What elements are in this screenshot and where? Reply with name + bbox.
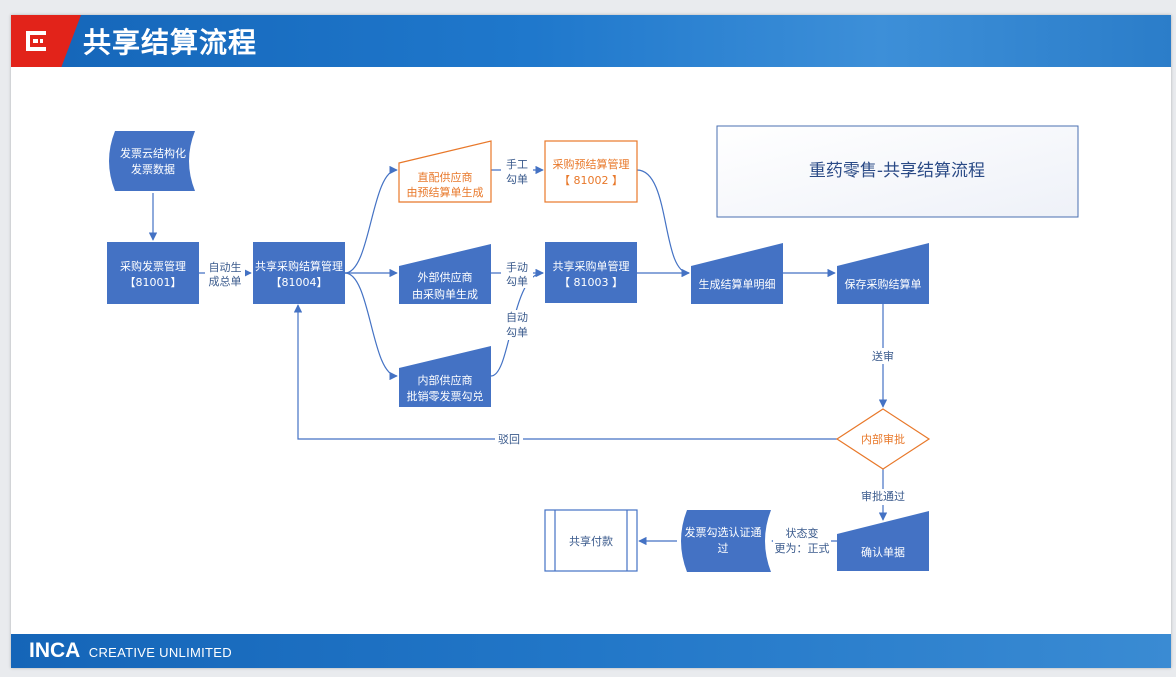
edge-label-manual-2b: 勾单 xyxy=(506,275,528,288)
inca-logo-icon xyxy=(26,31,46,51)
node-shared-settlement-line1: 共享采购结算管理 xyxy=(255,259,343,273)
edges xyxy=(148,165,888,546)
node-external-supplier-line1: 外部供应商 xyxy=(418,270,473,284)
node-invoice-verify: 发票勾选认证通 过 xyxy=(681,510,771,572)
edge-label-auto-match-a: 自动 xyxy=(506,311,528,324)
node-shared-purchase-line2: 【 81003 】 xyxy=(559,276,623,289)
brand-tagline: CREATIVE UNLIMITED xyxy=(88,645,232,660)
node-shared-settlement-line2: 【81004】 xyxy=(271,276,328,289)
node-internal-supplier-line1: 内部供应商 xyxy=(418,373,473,387)
node-purchase-invoice: 采购发票管理 【81001】 xyxy=(107,242,199,304)
node-confirm-doc-label: 确认单据 xyxy=(861,545,905,559)
node-shared-purchase: 共享采购单管理 【 81003 】 xyxy=(545,242,637,303)
footer-brand: INCA CREATIVE UNLIMITED xyxy=(29,639,232,663)
node-external-supplier: 外部供应商 由采购单生成 xyxy=(399,244,491,304)
edge-review-reject xyxy=(293,304,837,440)
node-save-settlement: 保存采购结算单 xyxy=(837,243,929,304)
node-gen-detail: 生成结算单明细 xyxy=(691,243,783,304)
edge-label-auto-match-b: 勾单 xyxy=(506,326,528,339)
edge-shared-to-direct xyxy=(344,165,398,274)
node-external-supplier-line2: 由采购单生成 xyxy=(412,287,478,301)
node-purchase-invoice-line2: 【81001】 xyxy=(125,276,182,289)
node-internal-supplier: 内部供应商 批销零发票勾兑 xyxy=(399,346,491,407)
node-direct-supplier: 直配供应商 由预结算单生成 xyxy=(398,140,492,203)
node-internal-supplier-line2: 批销零发票勾兑 xyxy=(407,389,484,403)
slide: 共享结算流程 重药零售-共享结算流程 xyxy=(11,15,1171,668)
edge-labels: 自动生 成总单 手工 勾单 手动 勾单 自动 勾单 送审 驳回 审批通过 状态变… xyxy=(205,157,907,557)
node-shared-purchase-line1: 共享采购单管理 xyxy=(553,259,630,273)
edge-label-auto-summary-2: 成总单 xyxy=(209,274,242,288)
edge-shared-to-internal xyxy=(344,272,398,381)
edge-presettle-to-detail xyxy=(636,169,690,278)
edge-label-manual-1b: 勾单 xyxy=(506,173,528,186)
node-pre-settlement-line1: 采购预结算管理 xyxy=(553,157,630,171)
node-shared-settlement: 共享采购结算管理 【81004】 xyxy=(253,242,345,304)
edge-label-reject: 驳回 xyxy=(498,433,520,446)
node-shared-payment-label: 共享付款 xyxy=(569,534,613,548)
node-gen-detail-label: 生成结算单明细 xyxy=(699,277,776,291)
node-shared-payment: 共享付款 xyxy=(544,509,638,572)
edge-label-status-2: 更为：正式 xyxy=(775,542,830,555)
node-internal-review: 内部审批 xyxy=(835,408,931,470)
flow-diagram: 重药零售-共享结算流程 自动生 成总单 手工 xyxy=(107,125,1079,572)
diagram-title-box: 重药零售-共享结算流程 xyxy=(716,125,1079,218)
edge-label-auto-summary-1: 自动生 xyxy=(209,260,242,274)
edge-label-submit-review: 送审 xyxy=(872,349,894,363)
brand-name: INCA xyxy=(29,639,81,662)
edge-label-manual-2a: 手动 xyxy=(506,260,528,274)
node-direct-supplier-line2: 由预结算单生成 xyxy=(407,185,484,199)
node-invoice-data-line1: 发票云结构化 xyxy=(120,146,186,160)
node-invoice-data: 发票云结构化 发票数据 xyxy=(109,131,195,191)
footer-bar: INCA CREATIVE UNLIMITED xyxy=(11,634,1171,668)
node-invoice-data-line2: 发票数据 xyxy=(131,162,175,176)
node-confirm-doc: 确认单据 xyxy=(837,511,929,571)
edge-label-manual-1a: 手工 xyxy=(506,157,528,171)
edge-label-status-1: 状态变 xyxy=(786,526,819,540)
node-direct-supplier-line1: 直配供应商 xyxy=(418,170,473,184)
node-purchase-invoice-line1: 采购发票管理 xyxy=(120,259,186,273)
node-pre-settlement: 采购预结算管理 【 81002 】 xyxy=(544,140,638,203)
header-bar: 共享结算流程 xyxy=(11,15,1171,67)
page-title: 共享结算流程 xyxy=(83,26,258,59)
node-pre-settlement-line2: 【 81002 】 xyxy=(559,174,623,187)
node-internal-review-label: 内部审批 xyxy=(861,432,905,446)
edge-label-approved: 审批通过 xyxy=(861,489,905,503)
node-save-settlement-label: 保存采购结算单 xyxy=(845,277,922,291)
node-invoice-verify-line1: 发票勾选认证通 xyxy=(685,525,762,539)
diagram-title: 重药零售-共享结算流程 xyxy=(809,161,985,181)
node-invoice-verify-line2: 过 xyxy=(718,542,729,555)
